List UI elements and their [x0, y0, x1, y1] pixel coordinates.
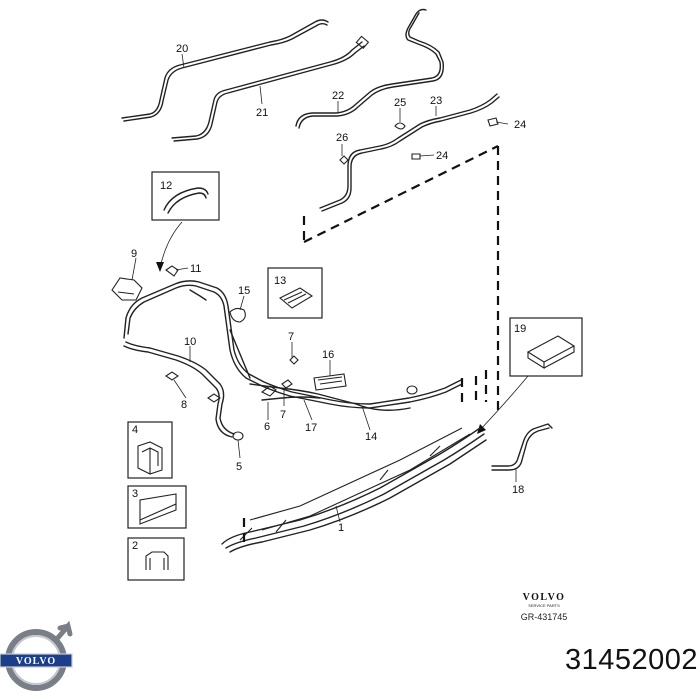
part-number: 31452002: [564, 644, 698, 676]
logo-text: VOLVO: [16, 656, 56, 667]
item-2-box: [127, 537, 185, 581]
callout-20: 20: [176, 43, 188, 55]
callout-1: 1: [338, 522, 344, 534]
drawing-ref: GR-431745: [521, 612, 568, 622]
clips-24-25: [339, 117, 499, 165]
callout-4: 4: [132, 424, 138, 436]
callout-16: 16: [322, 349, 334, 361]
callout-14: 14: [365, 431, 377, 443]
arrow-19: [477, 424, 486, 434]
brand-sub: SERVICE PARTS: [528, 603, 560, 608]
pipe-assembly: [111, 265, 463, 441]
item-12-box: [151, 171, 220, 221]
callout-9: 9: [131, 248, 137, 260]
callout-26: 26: [336, 132, 348, 144]
callout-5: 5: [236, 461, 242, 473]
pipe-21: [171, 35, 370, 142]
item-3-box: [127, 485, 187, 529]
volvo-logo: VOLVO: [0, 620, 73, 691]
arrow-12: [156, 262, 164, 272]
dashed-frame-top: [302, 145, 500, 410]
pipe-18: [491, 423, 553, 471]
callout-24b: 24: [436, 150, 448, 162]
callout-3: 3: [132, 488, 138, 500]
leader-19: [479, 375, 529, 431]
callout-18: 18: [512, 484, 524, 496]
callout-2: 2: [132, 540, 138, 552]
callout-11: 11: [190, 263, 201, 275]
callout-25: 25: [394, 97, 406, 109]
callout-15: 15: [238, 285, 250, 297]
callout-7a: 7: [288, 331, 294, 343]
callout-13: 13: [274, 275, 286, 287]
leader-lines: [131, 53, 517, 523]
item-4-box: [127, 421, 173, 479]
callout-12: 12: [160, 180, 172, 192]
dashed-frame-mid: [460, 370, 488, 404]
callout-23: 23: [430, 95, 442, 107]
callout-24a: 24: [514, 119, 526, 131]
item-13-box: [267, 267, 323, 319]
callout-10: 10: [184, 336, 196, 348]
brand-name: VOLVO: [523, 592, 566, 603]
callout-8: 8: [181, 399, 187, 411]
item-19-box: [509, 317, 583, 377]
pipe-23: [319, 93, 500, 212]
pipe-20: [121, 19, 329, 122]
callout-22: 22: [332, 90, 344, 102]
callout-7b: 7: [280, 409, 286, 421]
leader-12: [159, 221, 183, 269]
callout-6: 6: [264, 421, 270, 433]
callout-21: 21: [256, 107, 268, 119]
assembly-1: [221, 427, 487, 553]
callout-19: 19: [514, 323, 526, 335]
callout-17: 17: [305, 422, 317, 434]
